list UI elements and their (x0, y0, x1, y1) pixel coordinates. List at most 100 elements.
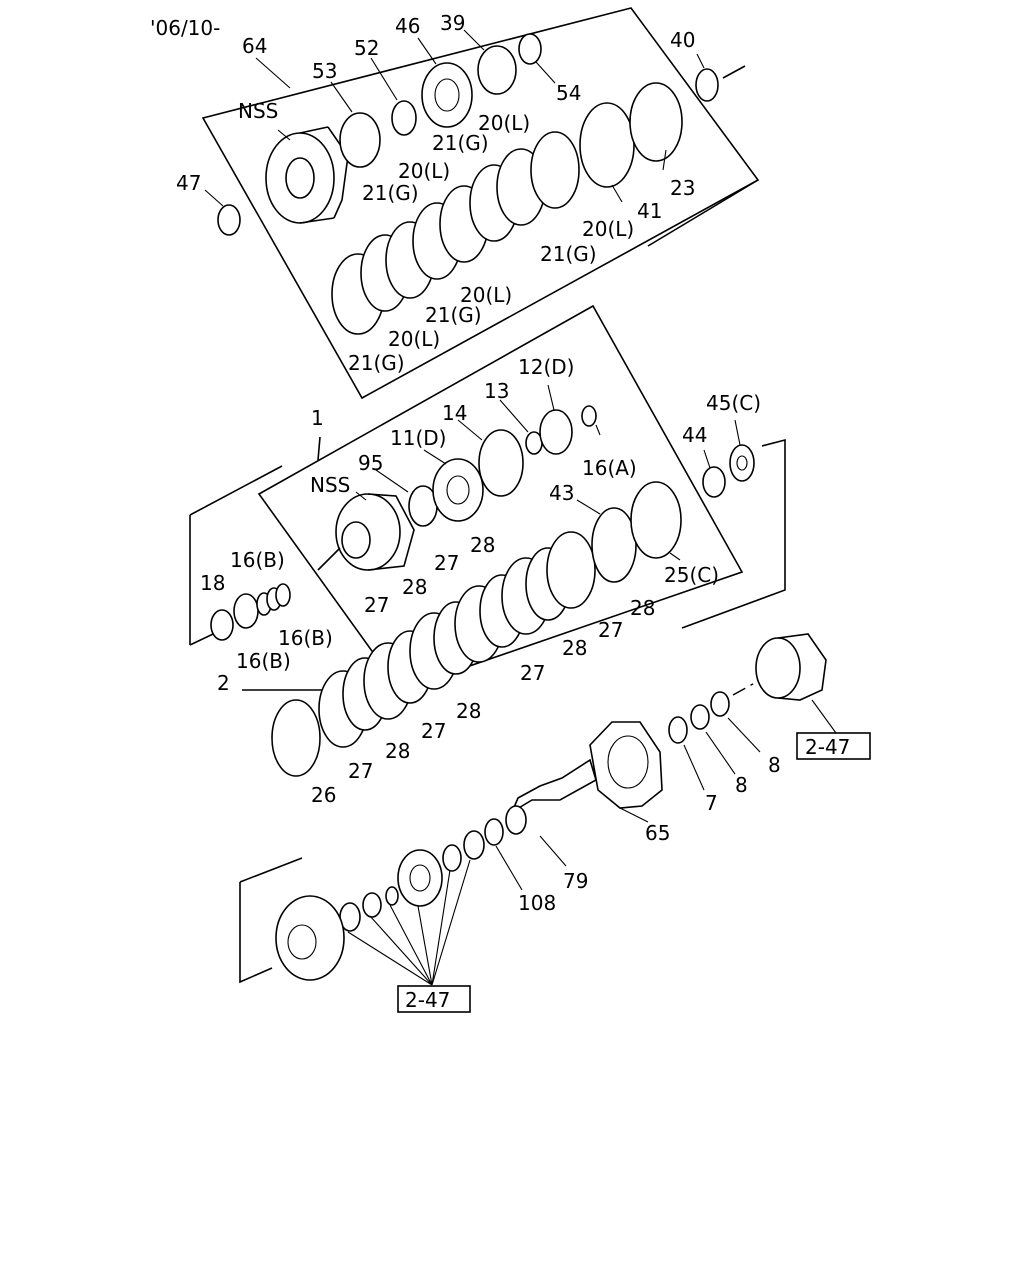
label-1: 1 (311, 406, 324, 430)
label-54: 54 (556, 81, 581, 105)
ring-2 (210, 609, 234, 641)
bearing-46 (421, 62, 473, 128)
label-45c: 45(C) (706, 391, 761, 415)
lower-right-group: 2-47 65 7 8 8 (589, 633, 871, 845)
label-21g-1: 21(G) (432, 131, 489, 155)
ring-47 (217, 204, 241, 236)
label-44: 44 (682, 423, 707, 447)
washer-45c (729, 444, 755, 482)
top-clutch-plates (331, 82, 683, 335)
label-79: 79 (563, 869, 588, 893)
bearing-11d (432, 458, 484, 522)
middle-clutch-plates (271, 481, 682, 777)
label-27-f: 27 (348, 759, 373, 783)
label-47: 47 (176, 171, 201, 195)
label-27-e: 27 (421, 719, 446, 743)
label-21g-4: 21(G) (425, 303, 482, 327)
label-28-e: 28 (456, 699, 481, 723)
bearing-small (463, 830, 485, 860)
planet-gear (397, 849, 443, 907)
ring-16b-3 (275, 583, 291, 607)
ring-14 (478, 429, 524, 497)
ring-53 (339, 112, 381, 168)
top-drum-nss (265, 126, 349, 224)
ref-label-2-47-a[interactable]: 2-47 (805, 735, 850, 759)
label-20l-2: 20(L) (398, 159, 450, 183)
label-20l-4: 20(L) (460, 283, 512, 307)
label-108: 108 (518, 891, 556, 915)
label-21g-5: 21(G) (348, 351, 405, 375)
label-28-f: 28 (385, 739, 410, 763)
label-21g-2: 21(G) (362, 181, 419, 205)
retaining-ring-23 (629, 82, 683, 162)
gear-12d (539, 409, 573, 455)
label-8-a: 8 (735, 773, 748, 797)
label-2: 2 (217, 671, 230, 695)
ring-8-a (690, 704, 710, 730)
label-7: 7 (705, 791, 718, 815)
label-53: 53 (312, 59, 337, 83)
bearing-44 (702, 466, 726, 498)
ring-7 (668, 716, 688, 744)
carrier-65 (589, 721, 663, 809)
ref-box-2-47-b[interactable] (397, 985, 471, 1013)
label-11d: 11(D) (390, 426, 446, 450)
label-40: 40 (670, 28, 695, 52)
label-20l-3: 20(L) (582, 217, 634, 241)
label-52: 52 (354, 36, 379, 60)
label-8-b: 8 (768, 753, 781, 777)
ring-54 (518, 33, 542, 65)
gear-39 (477, 45, 517, 95)
label-39: 39 (440, 11, 465, 35)
label-28-d: 28 (562, 636, 587, 660)
label-64: 64 (242, 34, 267, 58)
label-65: 65 (645, 821, 670, 845)
label-28-b: 28 (402, 575, 427, 599)
shaft-79 (505, 758, 597, 835)
snap-ring-41 (579, 102, 635, 188)
label-nss-mid: NSS (310, 473, 350, 497)
drum-bottom (275, 895, 345, 981)
label-16a: 16(A) (582, 456, 637, 480)
bearing-18 (233, 593, 259, 629)
label-28-a: 28 (470, 533, 495, 557)
ring-108 (484, 818, 504, 846)
label-27-b: 27 (364, 593, 389, 617)
ring-8-b (710, 691, 730, 717)
label-27-a: 27 (434, 551, 459, 575)
label-20l-1: 20(L) (478, 111, 530, 135)
ref-label-2-47-b[interactable]: 2-47 (405, 988, 450, 1012)
middle-group: 1 95 11(D) 14 13 12(D) 16(A) 45(C) 44 NS… (189, 304, 786, 807)
label-43: 43 (549, 481, 574, 505)
label-25c: 25(C) (664, 563, 719, 587)
label-16b-3: 16(B) (236, 649, 291, 673)
label-23: 23 (670, 176, 695, 200)
ring-52 (391, 100, 417, 136)
label-20l-5: 20(L) (388, 327, 440, 351)
label-95: 95 (358, 451, 383, 475)
label-14: 14 (442, 401, 467, 425)
label-16b-2: 16(B) (278, 626, 333, 650)
ring-16a (581, 405, 597, 427)
bottom-group: 2-47 79 108 (239, 758, 597, 1013)
snap-ring-25c (630, 481, 682, 559)
label-27-c: 27 (598, 618, 623, 642)
ring-40 (695, 68, 719, 102)
label-18: 18 (200, 571, 225, 595)
plate-43 (591, 507, 637, 583)
date-code: '06/10- (150, 16, 220, 40)
label-27-d: 27 (520, 661, 545, 685)
label-21g-3: 21(G) (540, 242, 597, 266)
label-13: 13 (484, 379, 509, 403)
label-41: 41 (637, 199, 662, 223)
ref-box-2-47-a[interactable] (796, 732, 871, 760)
middle-drum-nss (317, 493, 415, 571)
middle-group-frame (257, 304, 744, 691)
gear-assembly-ref (755, 633, 827, 701)
top-group: 64 53 52 46 39 54 40 NSS 47 23 41 21(G) … (176, 7, 760, 400)
label-nss-top: NSS (238, 99, 278, 123)
label-26: 26 (311, 783, 336, 807)
label-16b-1: 16(B) (230, 548, 285, 572)
label-28-c: 28 (630, 596, 655, 620)
